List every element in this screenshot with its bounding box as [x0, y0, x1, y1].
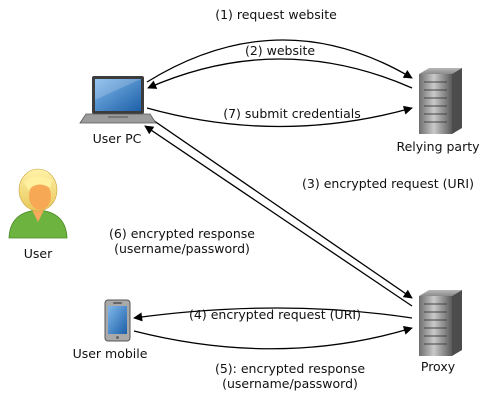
- node-label-user-mobile: User mobile: [73, 346, 148, 361]
- edge-request-website: [146, 39, 413, 83]
- edge-label-encrypted-request-uri: (3) encrypted request (URI): [302, 176, 474, 191]
- user-avatar-icon: [8, 168, 68, 239]
- edge-label-submit-credentials: (7) submit credentials: [223, 106, 361, 121]
- node-label-relying-party: Relying party: [396, 139, 480, 154]
- edge-website: [147, 58, 413, 89]
- edge-submit-credentials: [146, 105, 413, 128]
- edge-encrypted-response-proxy-pc: [144, 125, 413, 307]
- node-label-user: User: [24, 246, 53, 261]
- server-icon: [419, 68, 462, 134]
- edge-encrypted-request-proxy-mobile: [133, 307, 413, 322]
- node-label-user-pc: User PC: [93, 131, 142, 146]
- edge-encrypted-request-pc-proxy: [146, 115, 413, 299]
- edge-encrypted-response-mobile-proxy: [133, 326, 413, 350]
- edge-label-mobile-response-line2: (username/password): [222, 376, 358, 391]
- laptop-icon: [79, 76, 157, 124]
- edge-label-mobile-encrypted-request: (4) encrypted request (URI): [189, 307, 361, 322]
- phone-icon: [104, 299, 131, 342]
- edge-label-encrypted-response-line2: (username/password): [114, 241, 250, 256]
- server-icon: [419, 290, 462, 356]
- edge-label-request-website: (1) request website: [215, 7, 337, 22]
- node-label-proxy: Proxy: [421, 359, 456, 374]
- edge-label-website: (2) website: [245, 43, 315, 58]
- edge-label-encrypted-response-line1: (6) encrypted response: [109, 226, 255, 241]
- edge-label-mobile-response-line1: (5): encrypted response: [215, 361, 365, 376]
